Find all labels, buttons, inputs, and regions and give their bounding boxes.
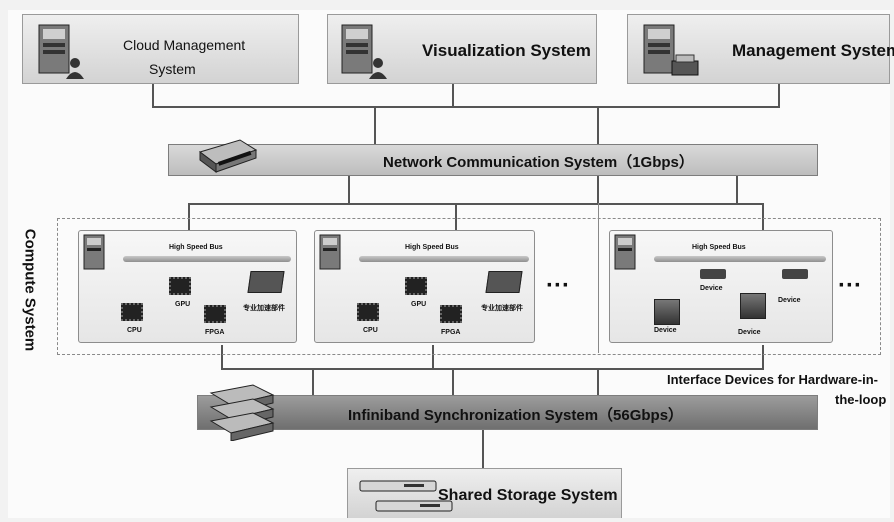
fpga-label: FPGA <box>441 329 461 336</box>
device-icon <box>700 269 726 279</box>
visualization-system-box: Visualization System <box>327 14 597 84</box>
cloud-management-label-line1: Cloud Management <box>123 37 246 53</box>
compute-ellipsis-right: ··· <box>838 272 862 299</box>
server-icon <box>38 24 84 79</box>
shared-storage-box: Shared Storage System <box>347 468 622 518</box>
infiniband-switch-icon <box>209 384 275 441</box>
interface-devices-label-line2: the-loop <box>835 392 887 407</box>
storage-icon <box>359 480 453 512</box>
gpu-label: GPU <box>411 301 427 308</box>
visualization-system-label: Visualization System <box>422 41 591 60</box>
printer-icon <box>643 24 699 76</box>
accelerator-label: 专业加速部件 <box>481 305 523 312</box>
cloud-management-box: Cloud Management System <box>22 14 299 84</box>
fpga-label: FPGA <box>205 329 225 336</box>
management-system-label: Management System <box>732 41 894 60</box>
high-speed-bus <box>359 256 529 262</box>
cpu-chip-icon <box>121 303 143 321</box>
compute-system-area <box>57 218 881 355</box>
compute-node-2: High Speed Bus GPU 专业加速部件 CPU FPGA <box>314 230 535 343</box>
high-speed-bus-label: High Speed Bus <box>169 244 223 251</box>
cloud-management-label-line2: System <box>149 61 196 77</box>
fpga-chip-icon <box>204 305 226 323</box>
device-icon <box>654 299 680 325</box>
interface-devices-label-line1: Interface Devices for Hardware-in- <box>667 372 878 387</box>
server-icon <box>341 24 387 79</box>
cpu-label: CPU <box>363 327 378 334</box>
high-speed-bus <box>123 256 291 262</box>
compute-node-3: High Speed Bus Device Device Device Devi… <box>609 230 833 343</box>
device-label: Device <box>654 327 677 334</box>
server-icon <box>319 234 341 270</box>
device-icon <box>782 269 808 279</box>
server-icon <box>83 234 105 270</box>
shared-storage-label: Shared Storage System <box>438 487 618 504</box>
network-communication-bar: Network Communication System（1Gbps） <box>168 144 818 176</box>
cpu-chip-icon <box>357 303 379 321</box>
infiniband-synchronization-label: Infiniband Synchronization System（56Gbps… <box>348 407 684 424</box>
accelerator-card-icon <box>247 271 285 293</box>
cpu-label: CPU <box>127 327 142 334</box>
compute-ellipsis: ··· <box>546 272 570 299</box>
high-speed-bus <box>654 256 826 262</box>
gpu-chip-icon <box>169 277 191 295</box>
accelerator-card-icon <box>485 271 523 293</box>
accelerator-label: 专业加速部件 <box>243 305 285 312</box>
gpu-chip-icon <box>405 277 427 295</box>
infiniband-synchronization-bar: Infiniband Synchronization System（56Gbps… <box>197 395 818 430</box>
high-speed-bus-label: High Speed Bus <box>405 244 459 251</box>
network-communication-label: Network Communication System（1Gbps） <box>383 154 694 171</box>
device-label: Device <box>778 297 801 304</box>
device-label: Device <box>738 329 761 336</box>
network-switch-icon <box>198 139 258 173</box>
gpu-label: GPU <box>175 301 191 308</box>
device-icon <box>740 293 766 319</box>
fpga-chip-icon <box>440 305 462 323</box>
server-icon <box>614 234 636 270</box>
device-label: Device <box>700 285 723 292</box>
compute-system-label: Compute System <box>21 228 39 352</box>
compute-node-1: High Speed Bus GPU 专业加速部件 CPU FPGA <box>78 230 297 343</box>
management-system-box: Management System <box>627 14 894 84</box>
high-speed-bus-label: High Speed Bus <box>692 244 746 251</box>
